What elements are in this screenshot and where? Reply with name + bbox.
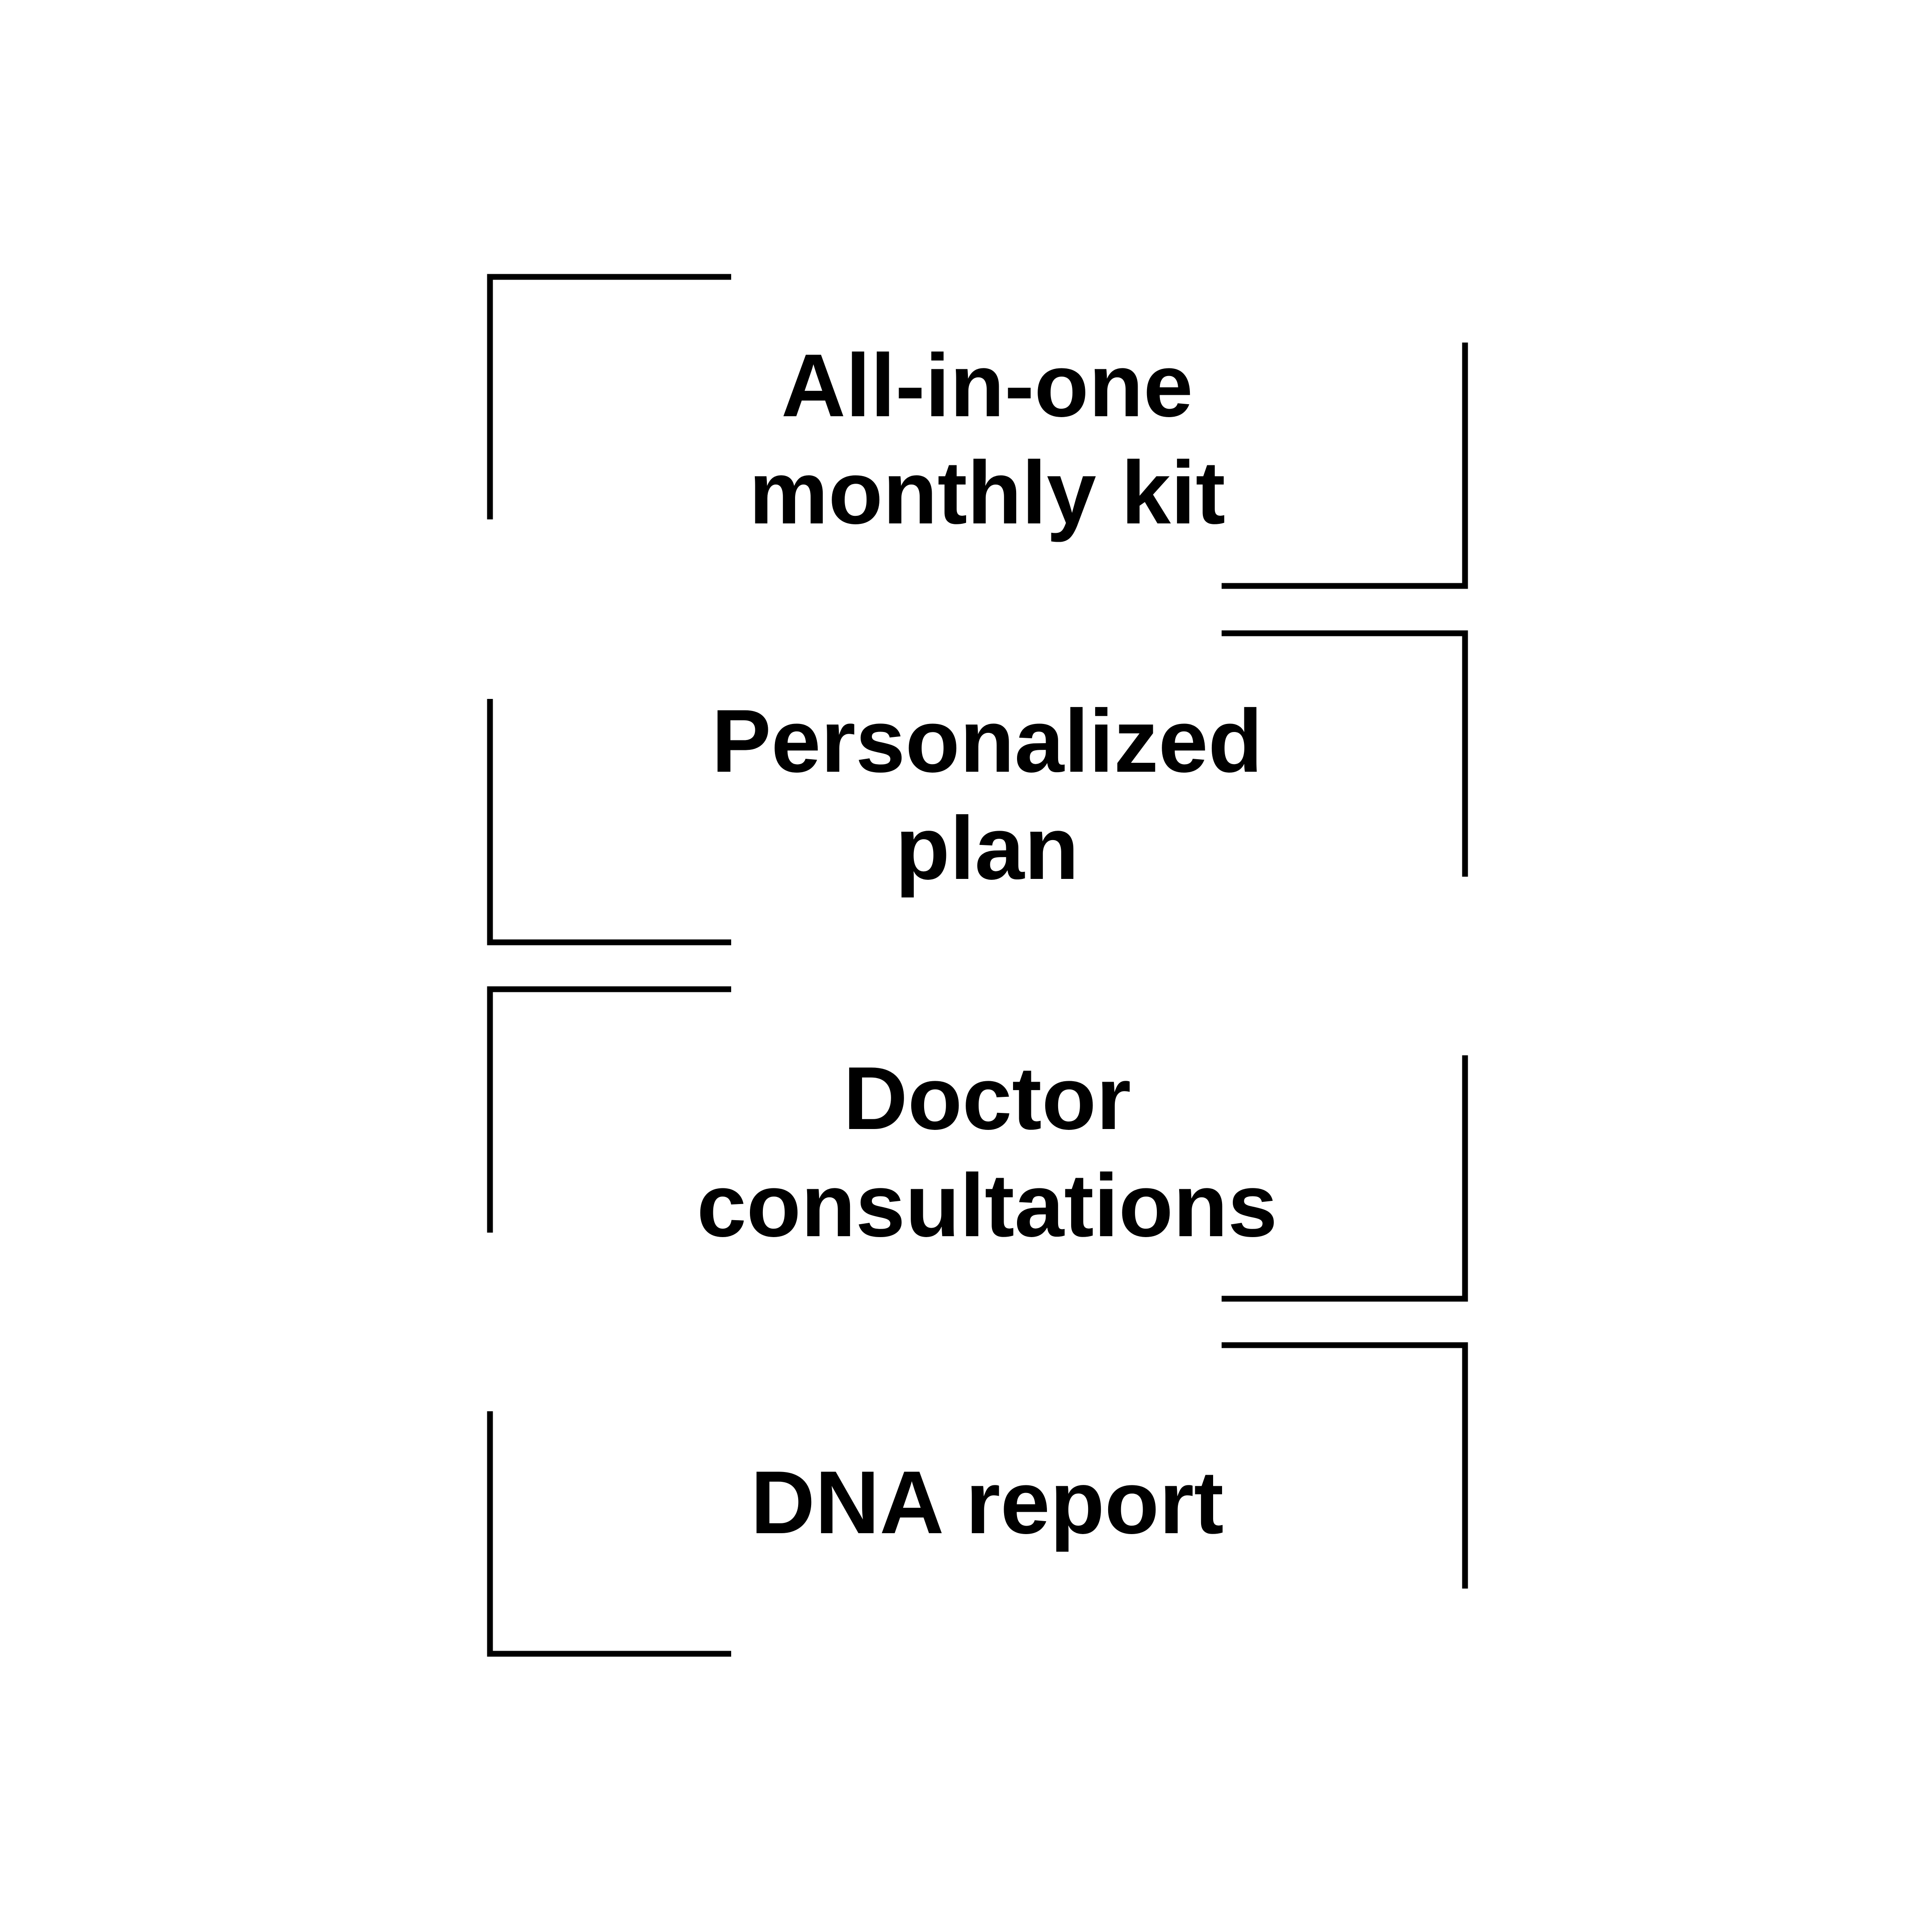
item-3-frame (487, 986, 1468, 1302)
item-2-bracket-top-right (1222, 630, 1468, 877)
item-3-label-line-2: consultations (696, 1156, 1278, 1255)
item-1-label: All-in-one monthly kit (581, 332, 1394, 547)
item-4-label: DNA report (581, 1449, 1394, 1556)
item-3-label: Doctor consultations (581, 1045, 1394, 1259)
item-3-bracket-bottom-right (1222, 1055, 1468, 1302)
item-4-bracket-top-right (1222, 1342, 1468, 1589)
item-4-bracket-bottom-left (487, 1411, 731, 1657)
item-2-bracket-bottom-left (487, 699, 731, 945)
item-1-bracket-top-left (487, 274, 731, 519)
item-2-label-line-2: plan (895, 799, 1079, 898)
item-1-frame (487, 274, 1468, 589)
item-1-bracket-bottom-right (1222, 343, 1468, 589)
item-2-frame (487, 630, 1468, 945)
item-2-label-line-1: Personalized (712, 691, 1263, 791)
item-4-label-line-1: DNA report (750, 1453, 1224, 1552)
item-2-label: Personalized plan (581, 688, 1394, 902)
item-3-bracket-top-left (487, 986, 731, 1233)
item-1-label-line-1: All-in-one (781, 336, 1193, 435)
item-1-label-line-2: monthly kit (749, 443, 1226, 543)
item-3-label-line-1: Doctor (843, 1049, 1131, 1148)
item-4-frame (487, 1342, 1468, 1657)
